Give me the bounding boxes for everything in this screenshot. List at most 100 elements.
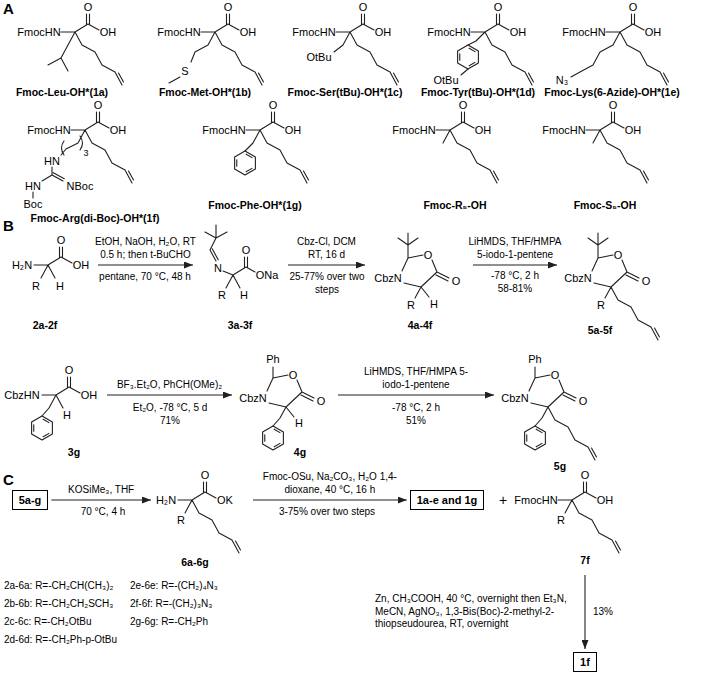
compound-structure: PhOCbzNOH4g xyxy=(235,348,335,462)
atom-label: OK xyxy=(217,495,233,506)
panel-letter: C xyxy=(3,472,14,487)
reaction-arrow xyxy=(473,264,557,265)
benzene-ring xyxy=(32,416,53,440)
reaction-arrow xyxy=(338,394,494,395)
compound-box: 5a-g xyxy=(12,490,49,510)
compound-structure: FmocHNOOHFmoc-Phe-OH*(1g) xyxy=(180,98,320,213)
bond-lines xyxy=(205,225,255,288)
reagent-label: Zn, CH₃COOH, 40 °C, overnight then Et₃N,… xyxy=(375,593,575,631)
plus-sign: + xyxy=(499,493,507,507)
atom-label: O xyxy=(359,2,368,13)
compound-structure: FmocHNOOHFmoc-R₅-OH xyxy=(380,98,515,213)
compound-box: 1f xyxy=(573,652,597,672)
condition-note: Et₂O, -78 °C, 5 d xyxy=(133,402,208,415)
atom-label: OH xyxy=(285,125,302,136)
compound-structure: PhOCbzNO5g xyxy=(497,348,615,474)
atom-label: O xyxy=(459,100,468,111)
atom-label: O xyxy=(614,250,623,261)
reagent-label: BF₃.Et₂O, PhCH(OMe)₂ xyxy=(110,379,230,392)
atom-label: OH xyxy=(375,27,392,38)
atom-label: S xyxy=(181,66,188,77)
atom-label: OH xyxy=(645,27,662,38)
atom-label: H xyxy=(56,281,64,292)
yield-note: 58-81% xyxy=(498,283,532,296)
atom-label: FmocHN xyxy=(157,27,200,38)
compound-label: 3g xyxy=(68,447,80,458)
compound-structure: OCbzNORH4a-4f xyxy=(368,225,470,335)
reaction-arrow xyxy=(107,394,232,395)
atom-label: O xyxy=(424,250,433,261)
reaction-arrow xyxy=(288,264,365,265)
compound-label: Fmoc-R₅-OH xyxy=(423,200,486,211)
atom-label: Ph xyxy=(266,354,279,365)
benzene-ring xyxy=(263,426,284,450)
atom-label: FmocHN xyxy=(292,27,335,38)
reagent-label: LiHMDS, THF/HMPA 5-iodo-1-pentene xyxy=(364,366,469,391)
atom-label: O xyxy=(551,370,560,381)
compound-label: 4a-4f xyxy=(408,320,433,331)
atom-label: OH xyxy=(73,260,90,271)
reaction-arrow xyxy=(253,499,407,500)
atom-label: FmocHN xyxy=(392,125,435,136)
compound-structure: FmocHNOOHSFmoc-Met-OH*(1b) xyxy=(140,0,270,100)
atom-label: O xyxy=(84,2,93,13)
atom-label: OtBu xyxy=(433,75,458,86)
atom-label: O xyxy=(57,235,66,246)
compound-label: 2a-2f xyxy=(33,320,58,331)
atom-label: O xyxy=(94,100,103,111)
condition-note: -78 °C, 2 h xyxy=(491,270,539,283)
atom-label: FmocHN xyxy=(562,27,605,38)
yield-note: 71% xyxy=(160,415,180,428)
compound-label: 3a-3f xyxy=(228,320,253,331)
bond-lines xyxy=(558,482,621,553)
atom-label: O xyxy=(452,276,461,287)
compound-label: 1a-e and 1g xyxy=(417,494,478,506)
compound-label: 5a-5f xyxy=(588,325,613,336)
reaction-arrow xyxy=(51,499,151,500)
compound-label: 4g xyxy=(294,447,306,458)
bond-lines xyxy=(42,377,80,416)
atom-label: FmocHN xyxy=(27,125,70,136)
compound-label: Fmoc-S₅-OH xyxy=(574,200,637,211)
yield-note: 25-77% over two steps xyxy=(287,271,367,296)
atom-label: ONa xyxy=(256,270,279,281)
reagent-label: Cbz-Cl, DCM RT, 16 d xyxy=(289,236,364,261)
compound-structure: FmocHNOOHOtBuFmoc-Ser(tBu)-OH*(1c) xyxy=(275,0,410,100)
compound-label: Fmoc-Tyr(tBu)-OH*(1d) xyxy=(421,87,535,98)
atom-label: CbzN xyxy=(501,393,529,404)
compound-label: 1f xyxy=(580,656,590,668)
bond-lines xyxy=(571,14,669,85)
atom-label: HN xyxy=(25,181,41,192)
atom-label: O xyxy=(317,396,326,407)
atom-label: O xyxy=(629,2,638,13)
atom-label: H₂N xyxy=(156,495,176,506)
atom-label: OH xyxy=(597,495,614,506)
compound-structure: FmocHNOOH3HNHNNBocBocFmoc-Arg(di-Boc)-OH… xyxy=(2,98,172,226)
atom-label: OH xyxy=(81,390,98,401)
bond-lines xyxy=(398,233,449,298)
benzene-ring xyxy=(235,151,256,175)
atom-label: R xyxy=(557,515,565,526)
compound-structure: H₂NOOHRH2a-2f xyxy=(2,230,95,335)
atom-label: N₃ xyxy=(556,75,568,86)
yield-note: 13% xyxy=(593,606,613,619)
atom-label: CbzN xyxy=(374,273,402,284)
atom-label: H₂N xyxy=(12,260,32,271)
bond-lines xyxy=(245,112,309,183)
yield-note: 3-75% over two steps xyxy=(279,506,375,519)
bond-lines xyxy=(34,247,72,278)
atom-label: H xyxy=(63,410,71,421)
atom-label: H xyxy=(430,299,438,310)
atom-label: O xyxy=(494,2,503,13)
compound-structure: FmocHNOOHFmoc-Leu-OH*(1a) xyxy=(5,0,135,100)
atom-label: O xyxy=(581,470,590,481)
compound-label: Fmoc-Arg(di-Boc)-OH*(1f) xyxy=(31,213,160,224)
atom-label: O xyxy=(579,396,588,407)
compound-structure: FmocHNOOHOtBuFmoc-Tyr(tBu)-OH*(1d) xyxy=(412,0,542,100)
atom-label: R xyxy=(177,515,185,526)
substituent-key: 2a-6a: R=-CH₂CH(CH₃)₂ xyxy=(4,580,113,593)
atom-label: Ph xyxy=(528,354,541,365)
reagent-label: Fmoc-OSu, Na₂CO₃, H₂O 1,4-dioxane, 40 °C… xyxy=(255,471,405,496)
compound-label: 6a-6g xyxy=(181,557,208,568)
atom-label: HN xyxy=(44,156,60,167)
